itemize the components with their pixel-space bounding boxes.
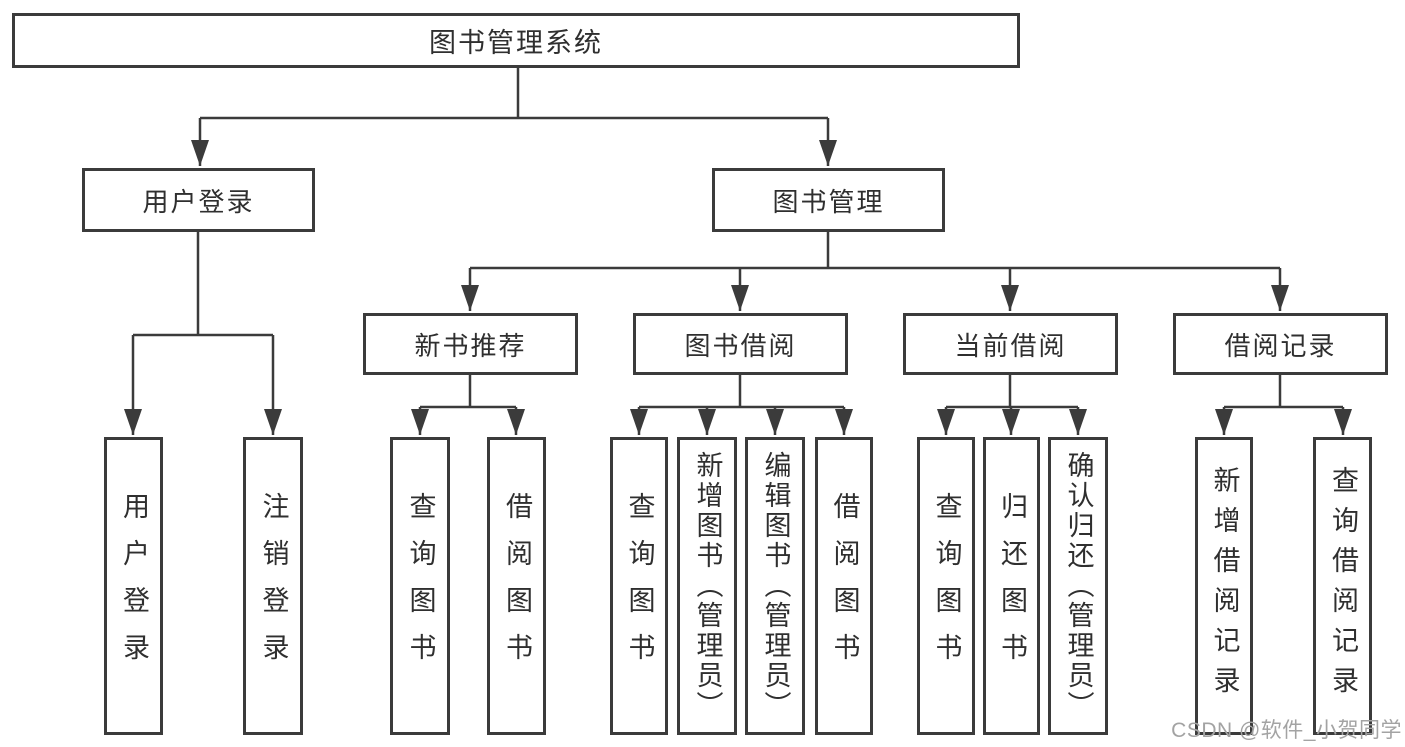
node-label: 查询图书 bbox=[624, 492, 655, 680]
node-book-management: 图书管理 bbox=[712, 168, 945, 232]
node-label: 归还图书 bbox=[997, 492, 1027, 680]
node-label: 用户登录 bbox=[119, 492, 149, 680]
node-label: 新增借阅记录 bbox=[1209, 466, 1240, 706]
leaf-records-add-record: 新增借阅记录 bbox=[1195, 437, 1253, 735]
node-current-borrow: 当前借阅 bbox=[903, 313, 1118, 375]
node-label: 新书推荐 bbox=[414, 330, 527, 361]
node-label: 图书管理系统 bbox=[429, 28, 603, 58]
node-label: 查询借阅记录 bbox=[1328, 466, 1358, 706]
leaf-borrow-edit-book-admin: 编辑图书（管理员） bbox=[745, 437, 805, 735]
node-label: 用户登录 bbox=[142, 186, 255, 217]
leaf-borrow-borrow-book: 借阅图书 bbox=[815, 437, 873, 735]
node-label: 编辑图书（管理员） bbox=[760, 451, 791, 721]
node-label: 借阅图书 bbox=[829, 492, 860, 680]
leaf-recommend-borrow-book: 借阅图书 bbox=[487, 437, 546, 735]
leaf-records-query-record: 查询借阅记录 bbox=[1313, 437, 1372, 735]
node-book-borrow: 图书借阅 bbox=[633, 313, 848, 375]
leaf-user-login: 用户登录 bbox=[104, 437, 163, 735]
node-new-book-recommend: 新书推荐 bbox=[363, 313, 578, 375]
node-label: 新增图书（管理员） bbox=[692, 451, 723, 721]
node-label: 确认归还（管理员） bbox=[1063, 451, 1094, 721]
node-label: 借阅记录 bbox=[1224, 330, 1337, 361]
leaf-borrow-add-book-admin: 新增图书（管理员） bbox=[677, 437, 737, 735]
leaf-current-return-book: 归还图书 bbox=[983, 437, 1040, 735]
node-label: 图书管理 bbox=[772, 186, 885, 217]
node-user-login: 用户登录 bbox=[82, 168, 315, 232]
node-borrow-records: 借阅记录 bbox=[1173, 313, 1388, 375]
connector-rails bbox=[133, 68, 1343, 409]
node-label: 注销登录 bbox=[258, 492, 289, 680]
node-label: 查询图书 bbox=[405, 492, 436, 680]
leaf-logout: 注销登录 bbox=[243, 437, 303, 735]
node-label: 图书借阅 bbox=[684, 330, 797, 361]
leaf-current-query-book: 查询图书 bbox=[917, 437, 975, 735]
leaf-current-confirm-return-admin: 确认归还（管理员） bbox=[1048, 437, 1108, 735]
watermark-text: CSDN @软件_小贺同学 bbox=[1171, 719, 1402, 742]
node-label: 当前借阅 bbox=[954, 330, 1067, 361]
node-label: 查询图书 bbox=[931, 492, 962, 680]
node-library-system: 图书管理系统 bbox=[12, 13, 1020, 68]
leaf-recommend-query-book: 查询图书 bbox=[390, 437, 450, 735]
node-label: 借阅图书 bbox=[502, 492, 532, 680]
leaf-borrow-query-book: 查询图书 bbox=[610, 437, 668, 735]
